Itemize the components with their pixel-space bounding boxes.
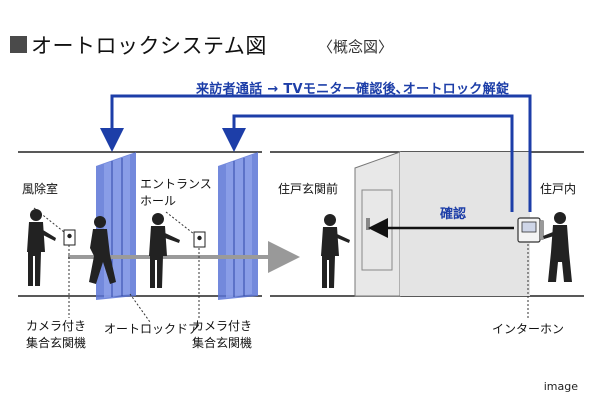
title-square-icon (10, 36, 27, 53)
person-front-of-unit (321, 214, 350, 288)
label-auto-lock-door: オートロックドア (104, 322, 201, 336)
person-visitor-windbreak (27, 209, 56, 286)
room-label-entrance-hall-line2: ホール (140, 194, 177, 208)
room-label-front-of-unit: 住戸玄関前 (278, 182, 339, 196)
label-camera-panel-left-line1: カメラ付き (26, 319, 87, 333)
label-intercom: インターホン (492, 322, 565, 336)
call-flow-arrows (100, 94, 532, 212)
intercom-unit (517, 217, 544, 243)
room-label-windbreak: 風除室 (22, 182, 59, 196)
label-camera-panel-right: カメラ付き 集合玄関機 (192, 318, 252, 352)
camera-panel-left (63, 229, 76, 246)
room-label-entrance-hall-line1: エントランス (140, 177, 212, 191)
label-camera-panel-left: カメラ付き 集合玄関機 (26, 318, 86, 352)
label-camera-panel-right-line2: 集合玄関機 (192, 336, 253, 350)
diagram-subtitle: 〈概念図〉 (318, 38, 394, 56)
entrance-hall-glass-door (218, 152, 258, 300)
person-visitor-hall (149, 213, 180, 288)
confirm-label: 確認 (440, 207, 467, 222)
call-flow-label: 来訪者通話 → TVモニター確認後､オートロック解錠 (196, 82, 510, 97)
diagram-title: オートロックシステム図 (31, 34, 267, 58)
camera-panel-right (193, 231, 206, 248)
camera-sight-lines (33, 207, 195, 235)
unit-wall (354, 151, 530, 297)
person-walking-through-door (89, 216, 116, 284)
label-camera-panel-right-line1: カメラ付き (192, 319, 253, 333)
image-credit: image (543, 380, 578, 393)
room-label-inside-unit: 住戸内 (540, 182, 577, 196)
label-camera-panel-left-line2: 集合玄関機 (26, 336, 87, 350)
person-resident (543, 212, 572, 282)
label-pointer-lines (68, 244, 529, 323)
room-label-entrance-hall: エントランス ホール (140, 176, 212, 210)
